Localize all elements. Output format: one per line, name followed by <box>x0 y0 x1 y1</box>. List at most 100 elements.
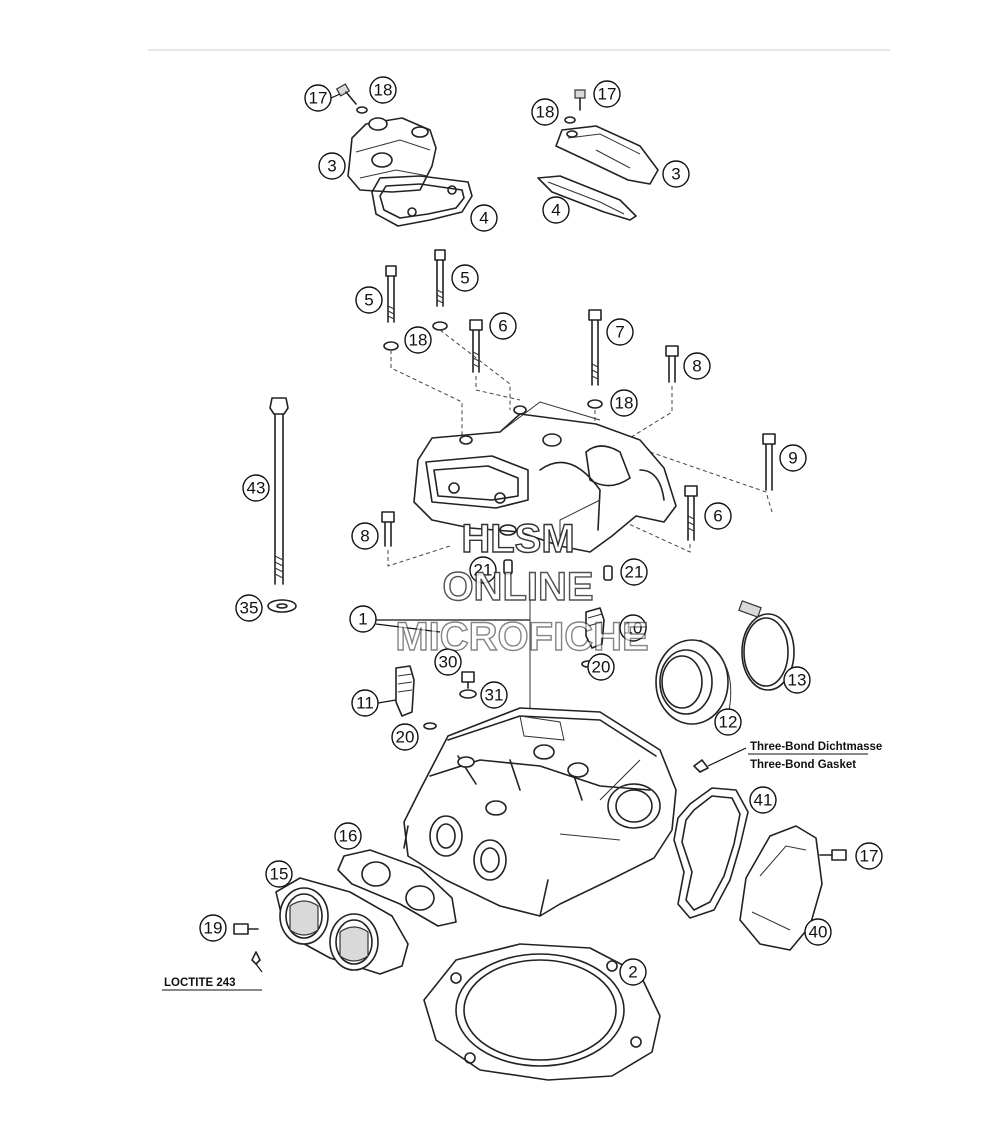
callout-18[interactable]: 18 <box>610 389 638 417</box>
callout-35[interactable]: 35 <box>235 594 263 622</box>
callout-4[interactable]: 4 <box>470 204 498 232</box>
side-cover-40 <box>739 825 823 951</box>
callout-13[interactable]: 13 <box>783 666 811 694</box>
cover-gasket-41 <box>673 787 749 919</box>
callout-4[interactable]: 4 <box>542 196 570 224</box>
callout-2[interactable]: 2 <box>619 958 647 986</box>
svg-text:35: 35 <box>240 599 259 618</box>
callout-30[interactable]: 30 <box>434 648 462 676</box>
callout-5[interactable]: 5 <box>355 286 383 314</box>
valve-cover-left <box>347 117 437 193</box>
callout-17[interactable]: 17 <box>304 84 332 112</box>
callout-12[interactable]: 12 <box>714 708 742 736</box>
svg-text:2: 2 <box>628 963 637 982</box>
callout-5[interactable]: 5 <box>451 264 479 292</box>
svg-text:18: 18 <box>615 394 634 413</box>
intake-gasket-16 <box>337 849 457 927</box>
oring-20-b <box>423 722 437 730</box>
callout-17[interactable]: 17 <box>855 842 883 870</box>
callout-21[interactable]: 21 <box>469 556 497 584</box>
svg-text:43: 43 <box>247 479 266 498</box>
leader <box>377 699 397 704</box>
svg-text:13: 13 <box>788 671 807 690</box>
callout-20[interactable]: 20 <box>587 653 615 681</box>
callout-8[interactable]: 8 <box>683 352 711 380</box>
bolt-17-left <box>335 83 368 114</box>
svg-text:8: 8 <box>360 527 369 546</box>
intake-flange-15 <box>275 877 409 975</box>
valve-cover-right <box>555 125 659 185</box>
loctite-note: LOCTITE 243 <box>164 977 236 989</box>
svg-text:20: 20 <box>592 658 611 677</box>
bolt-8-a <box>665 345 679 383</box>
svg-text:30: 30 <box>439 653 458 672</box>
svg-text:6: 6 <box>713 507 722 526</box>
bolt-30 <box>459 671 477 699</box>
bolt-7 <box>587 309 603 409</box>
svg-text:17: 17 <box>309 89 328 108</box>
callout-15[interactable]: 15 <box>265 860 293 888</box>
callout-41[interactable]: 41 <box>749 786 777 814</box>
svg-text:21: 21 <box>474 561 493 580</box>
callout-6[interactable]: 6 <box>704 502 732 530</box>
svg-text:12: 12 <box>719 713 738 732</box>
valve-cover-gasket-right <box>537 175 637 221</box>
svg-text:10: 10 <box>624 619 643 638</box>
callout-9[interactable]: 9 <box>779 444 807 472</box>
callout-18[interactable]: 18 <box>369 76 397 104</box>
svg-text:9: 9 <box>788 449 797 468</box>
svg-text:8: 8 <box>692 357 701 376</box>
callout-11[interactable]: 11 <box>351 689 379 717</box>
stud-43 <box>269 397 289 585</box>
callout-7[interactable]: 7 <box>606 318 634 346</box>
valve-cover-gasket-left <box>371 175 473 227</box>
watermark-line1: HLSM <box>461 517 574 561</box>
svg-text:7: 7 <box>615 323 624 342</box>
head-gasket-2 <box>423 943 661 1081</box>
callout-18[interactable]: 18 <box>531 98 559 126</box>
callout-3[interactable]: 3 <box>318 152 346 180</box>
callout-18[interactable]: 18 <box>404 326 432 354</box>
bolt-6-b <box>684 485 698 541</box>
svg-text:15: 15 <box>270 865 289 884</box>
svg-text:17: 17 <box>598 85 617 104</box>
callout-21[interactable]: 21 <box>620 558 648 586</box>
callout-19[interactable]: 19 <box>199 914 227 942</box>
callout-31[interactable]: 31 <box>480 681 508 709</box>
svg-text:4: 4 <box>551 201 560 220</box>
callout-43[interactable]: 43 <box>242 474 270 502</box>
callout-3[interactable]: 3 <box>662 160 690 188</box>
camshaft-bearing-bridge <box>413 401 677 553</box>
bolt-5-a <box>383 265 399 351</box>
bolt-6-a <box>469 319 483 373</box>
callout-20[interactable]: 20 <box>391 723 419 751</box>
callout-40[interactable]: 40 <box>804 918 832 946</box>
valve-guide-11 <box>395 665 415 717</box>
svg-text:5: 5 <box>460 269 469 288</box>
bolt-17-right <box>564 89 586 124</box>
bolt-19 <box>233 923 263 973</box>
sealant-note-de: Three-Bond Dichtmasse <box>750 741 882 753</box>
washer-35 <box>267 599 297 613</box>
svg-text:4: 4 <box>479 209 488 228</box>
callout-1[interactable]: 1 <box>349 605 377 633</box>
intake-rubber-12 <box>655 639 732 725</box>
callout-10[interactable]: 10 <box>619 614 647 642</box>
watermark-line2: ONLINE <box>442 565 593 609</box>
callout-6[interactable]: 6 <box>489 312 517 340</box>
callout-16[interactable]: 16 <box>334 822 362 850</box>
svg-text:3: 3 <box>671 165 680 184</box>
bolt-17-cover <box>819 849 847 861</box>
leader <box>330 93 341 99</box>
callout-17[interactable]: 17 <box>593 80 621 108</box>
watermark-line3: MICROFICHE <box>395 615 648 659</box>
svg-text:41: 41 <box>754 791 773 810</box>
callout-8[interactable]: 8 <box>351 522 379 550</box>
svg-text:11: 11 <box>356 694 374 713</box>
sealant-point <box>693 747 747 773</box>
svg-text:5: 5 <box>364 291 373 310</box>
valve-guide-10 <box>585 607 605 649</box>
sealant-note-en: Three-Bond Gasket <box>750 759 856 771</box>
svg-text:6: 6 <box>498 317 507 336</box>
